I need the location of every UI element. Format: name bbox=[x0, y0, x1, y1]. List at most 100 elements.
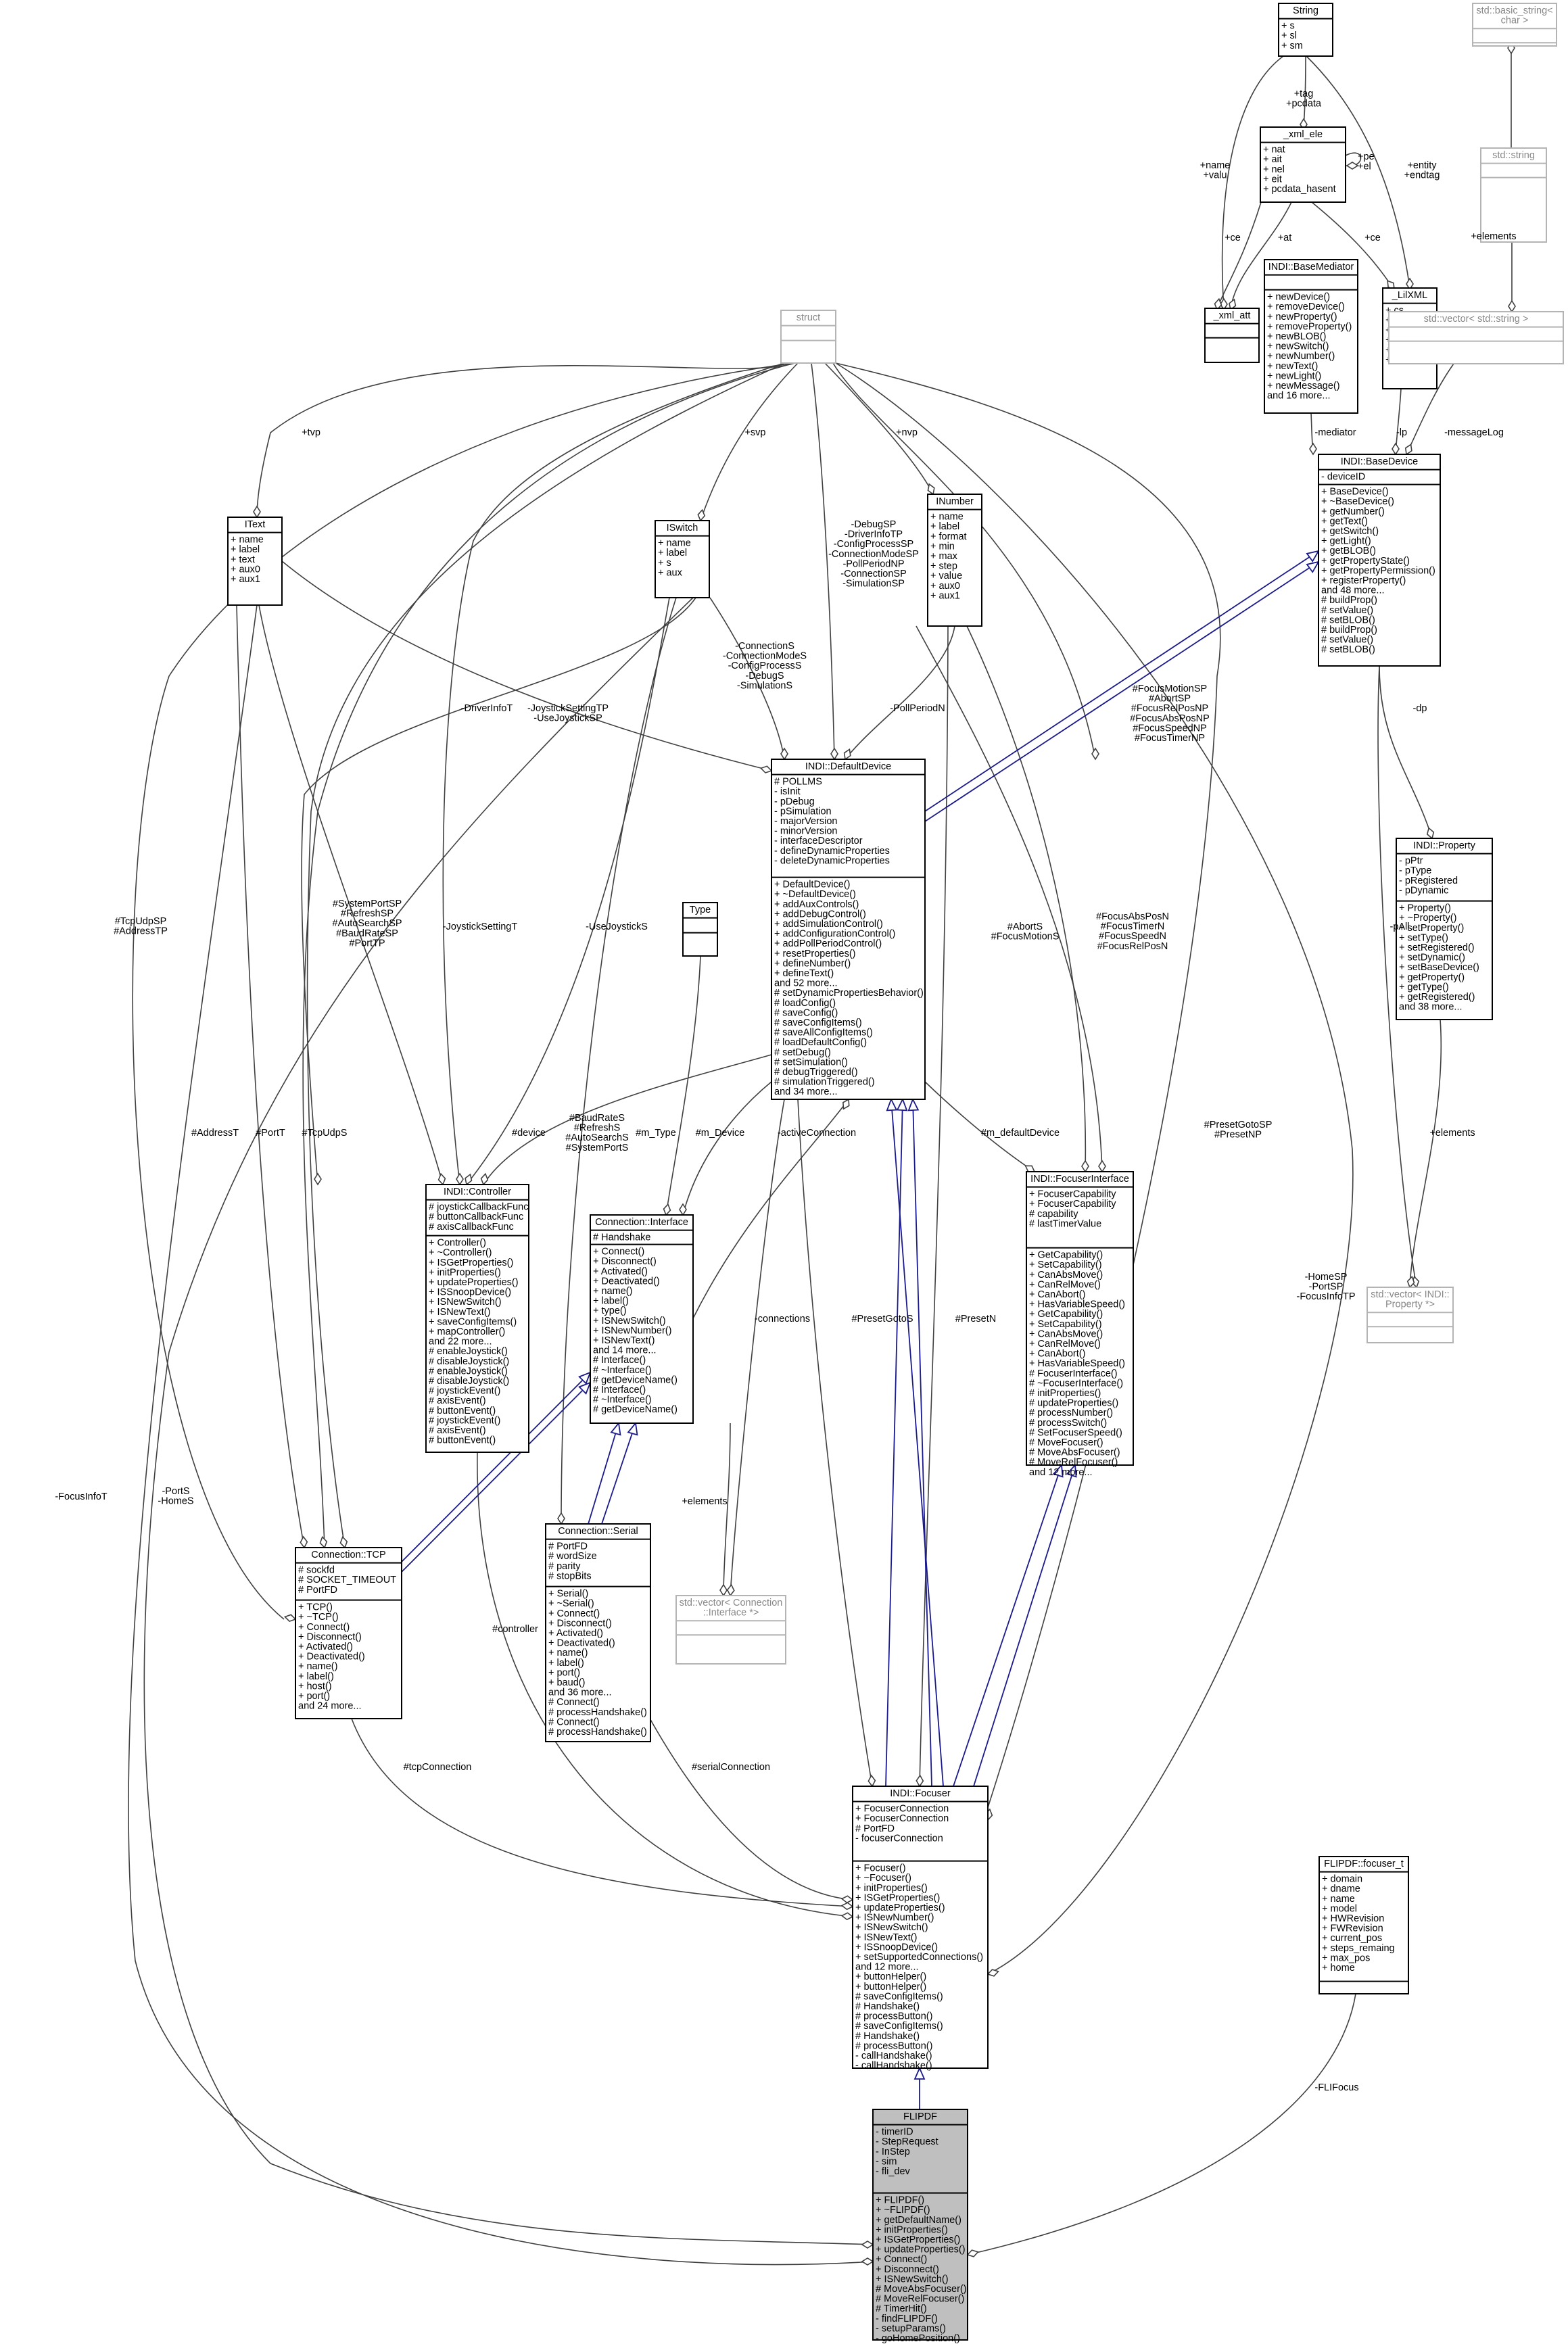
class-member: # ~Interface() bbox=[593, 1365, 652, 1376]
class-xml_att[interactable]: _xml_att bbox=[1204, 308, 1260, 363]
class-title: FLIPDF::focuser_t bbox=[1324, 1859, 1404, 1869]
class-vector_conn[interactable]: std::vector< Connection::Interface *> bbox=[675, 1595, 786, 1665]
class-flipdf[interactable]: FLIPDF- timerID- StepRequest- InStep- si… bbox=[872, 2109, 968, 2344]
class-member: + ~Focuser() bbox=[855, 1873, 911, 1884]
class-std_string[interactable]: std::string bbox=[1480, 147, 1547, 243]
class-member: + Connect() bbox=[593, 1247, 644, 1258]
class-conn_interface[interactable]: Connection::Interface# Handshake+ Connec… bbox=[590, 1214, 694, 1424]
class-itext[interactable]: IText+ name+ label+ text+ aux0+ aux1 bbox=[227, 517, 283, 606]
class-member: # setDynamicPropertiesBehavior() bbox=[774, 988, 924, 999]
class-member: + addSimulationControl() bbox=[774, 919, 883, 930]
class-member: # MoveRelFocuser() bbox=[1029, 1457, 1118, 1468]
class-default_device[interactable]: INDI::DefaultDevice# POLLMS- isInit- pDe… bbox=[771, 759, 926, 1100]
class-base_mediator[interactable]: INDI::BaseMediator+ newDevice()+ removeD… bbox=[1264, 259, 1358, 414]
class-member: + ISNewSwitch() bbox=[429, 1297, 502, 1308]
class-member: + port() bbox=[548, 1667, 580, 1678]
edge-label: -ConnectionSP bbox=[840, 569, 907, 579]
edge-label: +tag bbox=[1294, 89, 1314, 99]
class-member: + CanAbsMove() bbox=[1029, 1270, 1103, 1281]
class-member: + Property() bbox=[1399, 903, 1451, 914]
edge-label: -DebugS bbox=[745, 671, 784, 681]
association-edge bbox=[466, 597, 670, 1185]
class-member: # processButton() bbox=[855, 2011, 932, 2022]
class-string_cls[interactable]: String+ s+ sl+ sm bbox=[1278, 3, 1333, 57]
aggregation-diamond bbox=[868, 1774, 876, 1788]
class-member: # Handshake() bbox=[855, 2031, 920, 2042]
edge-label: -PollPeriodNP bbox=[842, 558, 904, 569]
class-vector_property[interactable]: std::vector< INDI::Property *> bbox=[1367, 1287, 1454, 1343]
class-member: and 48 more... bbox=[1321, 585, 1385, 596]
class-member: + CanAbsMove() bbox=[1029, 1329, 1103, 1339]
class-member: + sm bbox=[1281, 41, 1303, 51]
class-basic_string[interactable]: std::basic_string<char > bbox=[1472, 3, 1557, 47]
class-member: + ISNewNumber() bbox=[593, 1325, 671, 1336]
class-title: Property *> bbox=[1385, 1299, 1435, 1310]
class-member: and 38 more... bbox=[1399, 1002, 1463, 1013]
class-member: + Activated() bbox=[548, 1628, 603, 1639]
class-focuser_t[interactable]: FLIPDF::focuser_t+ domain+ dname+ name+ … bbox=[1318, 1856, 1409, 1994]
class-member: and 52 more... bbox=[774, 978, 838, 989]
class-member: + ISSnoopDevice() bbox=[855, 1942, 938, 1953]
class-iswitch[interactable]: ISwitch+ name+ label+ s+ aux bbox=[655, 520, 710, 598]
class-vector_string[interactable]: std::vector< std::string > bbox=[1388, 311, 1564, 364]
class-member: - callHandshake() bbox=[855, 2061, 932, 2072]
class-member: # ~FocuserInterface() bbox=[1029, 1378, 1123, 1389]
class-box bbox=[1204, 308, 1260, 363]
class-member: # sockfd bbox=[298, 1565, 335, 1576]
class-title: INumber bbox=[936, 496, 974, 507]
class-struct_cls[interactable]: struct bbox=[780, 310, 836, 364]
class-member: + getText() bbox=[1321, 516, 1368, 527]
class-type_cls[interactable]: Type bbox=[682, 902, 718, 957]
class-member: # debugTriggered() bbox=[774, 1067, 858, 1078]
edge-label: +ce bbox=[1225, 233, 1241, 243]
class-member: + value bbox=[930, 571, 962, 581]
class-member: + setDynamic() bbox=[1399, 953, 1465, 963]
class-base_device[interactable]: INDI::BaseDevice- deviceID+ BaseDevice()… bbox=[1318, 454, 1441, 667]
class-member: + ISNewText() bbox=[429, 1307, 490, 1318]
edge-label: +elements bbox=[1429, 1128, 1475, 1139]
class-tcp[interactable]: Connection::TCP# sockfd# SOCKET_TIMEOUT#… bbox=[295, 1547, 402, 1719]
class-member: + nat bbox=[1263, 145, 1285, 156]
class-box bbox=[1318, 454, 1441, 667]
association-edge bbox=[301, 597, 696, 1185]
class-member: + newBLOB() bbox=[1267, 331, 1326, 342]
class-member: # joystickEvent() bbox=[429, 1415, 500, 1426]
class-member: + max_pos bbox=[1322, 1953, 1370, 1963]
class-member: + getLight() bbox=[1321, 536, 1371, 547]
class-serial[interactable]: Connection::Serial# PortFD# wordSize# pa… bbox=[545, 1523, 651, 1742]
inheritance-edge bbox=[924, 550, 1319, 812]
aggregation-diamond bbox=[830, 747, 838, 761]
edge-label: -FocusInfoT bbox=[55, 1491, 107, 1502]
class-property[interactable]: INDI::Property- pPtr- pType- pRegistered… bbox=[1396, 838, 1493, 1020]
association-edge bbox=[730, 1099, 785, 1596]
class-member: # buttonEvent() bbox=[429, 1435, 496, 1446]
class-inumber[interactable]: INumber+ name+ label+ format+ min+ max+ … bbox=[927, 494, 982, 627]
association-edge bbox=[1409, 1019, 1442, 1288]
class-title: std::vector< std::string > bbox=[1424, 314, 1529, 325]
association-edge bbox=[258, 604, 444, 1185]
edge-label: #RefreshS bbox=[574, 1123, 621, 1134]
class-focuser[interactable]: INDI::Focuser+ FocuserConnection+ Focuse… bbox=[852, 1786, 989, 2072]
association-edge bbox=[1311, 201, 1394, 289]
class-member: + setType() bbox=[1399, 932, 1448, 943]
inheritance-arrow bbox=[896, 1097, 908, 1111]
class-focuser_interface[interactable]: INDI::FocuserInterface+ FocuserCapabilit… bbox=[1026, 1171, 1134, 1478]
class-member: + defineNumber() bbox=[774, 958, 851, 969]
class-member: + port() bbox=[298, 1691, 330, 1702]
class-member: - goHomePosition() bbox=[876, 2333, 960, 2344]
edge-label: -SimulationSP bbox=[842, 579, 905, 590]
edge-label: -FLIFocus bbox=[1314, 2082, 1358, 2093]
edge-label: -ConfigProcessS bbox=[728, 661, 802, 671]
inheritance-arrow bbox=[578, 1371, 592, 1385]
class-box bbox=[1367, 1287, 1454, 1343]
class-xml_ele[interactable]: _xml_ele+ nat+ ait+ nel+ eit+ pcdata_has… bbox=[1260, 126, 1346, 203]
class-member: + name bbox=[231, 535, 264, 546]
class-member: + setProperty() bbox=[1399, 923, 1464, 934]
edge-label: -ConnectionModeSP bbox=[828, 549, 919, 560]
association-edge bbox=[132, 362, 795, 1620]
class-controller[interactable]: INDI::Controller# joystickCallbackFunc# … bbox=[425, 1184, 529, 1453]
edge-label: +at bbox=[1278, 233, 1292, 243]
edge-label: -HomeS bbox=[158, 1496, 193, 1507]
edge-label: #PortTP bbox=[349, 938, 385, 949]
association-edge bbox=[561, 597, 677, 1525]
